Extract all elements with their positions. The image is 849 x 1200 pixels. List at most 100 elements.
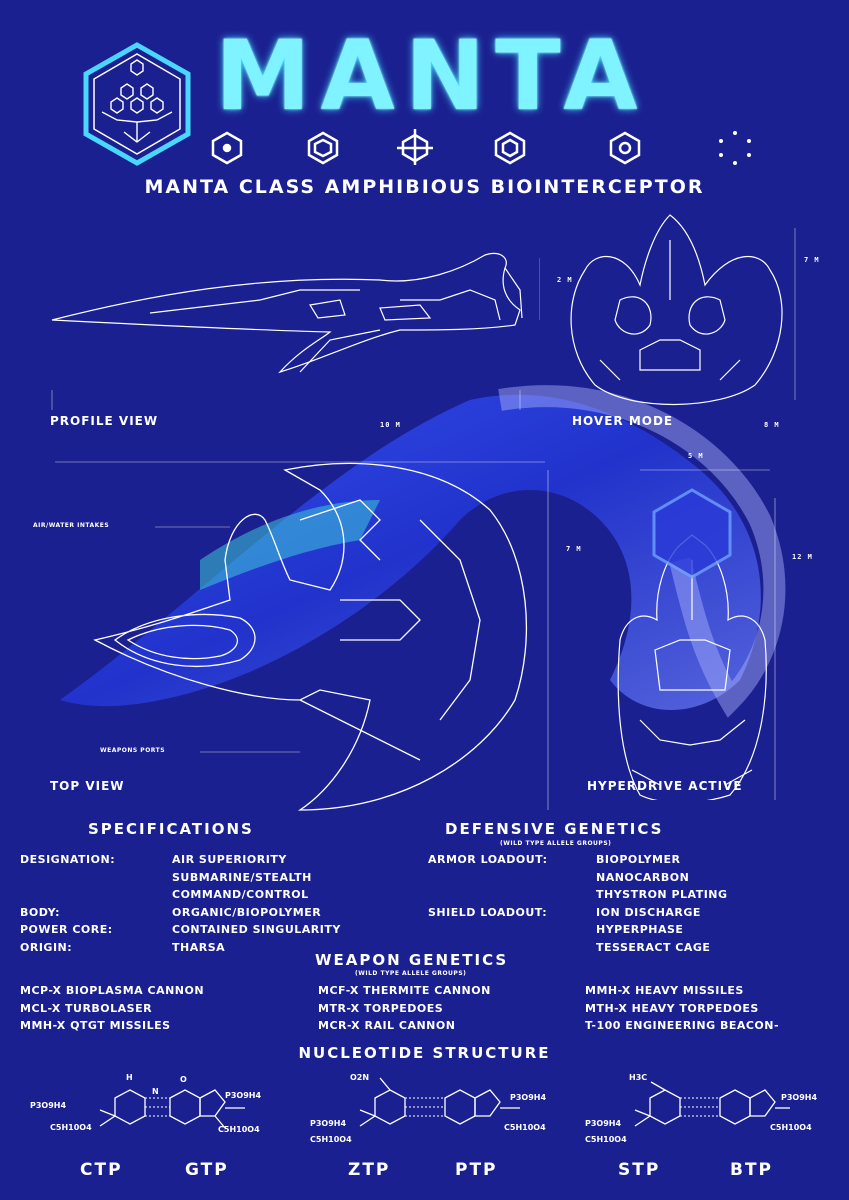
nucleotide-pair-1: P3O9H4 C5H10O4 P3O9H4 C5H10O4 H N O bbox=[30, 1068, 280, 1158]
weapon-item: MCR-X RAIL CANNON bbox=[318, 1019, 456, 1032]
weapon-item: MCL-X TURBOLASER bbox=[20, 1001, 153, 1015]
top-view-drawing bbox=[55, 461, 549, 811]
dot-ring-icon bbox=[719, 131, 751, 165]
def-value: ION DISCHARGE bbox=[596, 905, 701, 919]
hex-glyph-2-icon bbox=[307, 131, 339, 165]
hyperdrive-active-label: HYPERDRIVE ACTIVE bbox=[587, 779, 743, 793]
hex-glyph-1-icon bbox=[211, 131, 243, 165]
hex-glyph-5-icon bbox=[609, 131, 641, 165]
weapon-item: MCP-X BIOPLASMA CANNON bbox=[20, 984, 205, 997]
weapon-item: MMH-X HEAVY MISSILES bbox=[585, 984, 744, 997]
spec-value: CONTAINED SINGULARITY bbox=[172, 923, 341, 936]
weapons-note: (WILD TYPE ALLELE GROUPS) bbox=[355, 970, 467, 977]
spec-key: BODY: bbox=[20, 905, 60, 919]
intakes-callout: AIR/WATER INTAKES bbox=[33, 522, 110, 529]
profile-height-dim: 2 M bbox=[557, 276, 573, 284]
spec-value: THARSA bbox=[172, 940, 226, 954]
hyper-width-dim: 5 M bbox=[688, 452, 704, 460]
hover-height-dim: 7 M bbox=[804, 256, 820, 264]
hex-glyph-3-icon bbox=[397, 129, 433, 165]
sugar-label: C5H10O4 bbox=[770, 1123, 812, 1132]
base-pair-2-diagram: O2N P3O9H4 C5H10O4 P3O9H4 C5H10O4 bbox=[310, 1073, 546, 1144]
page-title: MANTA bbox=[215, 20, 648, 132]
def-key bbox=[428, 921, 547, 939]
hull-render bbox=[60, 385, 786, 718]
nucleotide-pair-3: H3C P3O9H4 C5H10O4 P3O9H4 C5H10O4 bbox=[585, 1068, 835, 1158]
nitro-label: O2N bbox=[350, 1073, 369, 1082]
sugar-label: C5H10O4 bbox=[50, 1123, 92, 1132]
def-value: TESSERACT CAGE bbox=[596, 940, 711, 954]
def-key: ARMOR LOADOUT: bbox=[428, 853, 548, 866]
gtp-label: GTP bbox=[185, 1160, 229, 1180]
def-key bbox=[428, 886, 547, 904]
nucleotide-heading: NUCLEOTIDE STRUCTURE bbox=[298, 1044, 551, 1062]
spec-value: ORGANIC/BIOPOLYMER bbox=[172, 905, 322, 919]
nitrogen-atom: N bbox=[152, 1087, 159, 1096]
weapons-col-1: MCP-X BIOPLASMA CANNON MCL-X TURBOLASER … bbox=[20, 982, 204, 1035]
weapon-item: MTH-X HEAVY TORPEDOES bbox=[585, 1001, 759, 1015]
top-width-dim: 7 M bbox=[566, 545, 582, 553]
weapons-col-2: MCF-X THERMITE CANNON MTR-X TORPEDOES MC… bbox=[318, 982, 491, 1035]
profile-length-dim: 10 M bbox=[380, 421, 401, 429]
hover-mode-drawing bbox=[570, 214, 796, 406]
specifications-keys: DESIGNATION: BODY: POWER CORE: ORIGIN: bbox=[20, 851, 115, 956]
weapons-heading: WEAPON GENETICS bbox=[315, 951, 509, 969]
methyl-label: H3C bbox=[629, 1073, 647, 1082]
btp-label: BTP bbox=[730, 1160, 774, 1180]
sugar-label: C5H10O4 bbox=[310, 1135, 352, 1144]
weapon-item: MCF-X THERMITE CANNON bbox=[318, 984, 491, 997]
genetic-glyph-row bbox=[211, 129, 751, 165]
sugar-label: C5H10O4 bbox=[218, 1125, 260, 1134]
phosphate-label: P3O9H4 bbox=[585, 1119, 621, 1128]
weapon-item: MTR-X TORPEDOES bbox=[318, 1001, 444, 1015]
subtitle: MANTA CLASS AMPHIBIOUS BIOINTERCEPTOR bbox=[144, 176, 705, 198]
emblem-hexagon-icon bbox=[83, 42, 191, 166]
profile-view-drawing bbox=[51, 252, 540, 410]
defensive-values: BIOPOLYMER NANOCARBON THYSTRON PLATING I… bbox=[596, 851, 728, 956]
spec-key: ORIGIN: bbox=[20, 940, 73, 954]
ptp-label: PTP bbox=[455, 1160, 498, 1180]
spec-value: SUBMARINE/STEALTH bbox=[172, 870, 312, 884]
spec-key bbox=[20, 869, 115, 887]
def-key: SHIELD LOADOUT: bbox=[428, 905, 548, 919]
def-value: NANOCARBON bbox=[596, 870, 690, 884]
phosphate-label: P3O9H4 bbox=[225, 1091, 261, 1100]
spec-key: DESIGNATION: bbox=[20, 853, 116, 866]
specifications-values: AIR SUPERIORITY SUBMARINE/STEALTH COMMAN… bbox=[172, 851, 341, 956]
phosphate-label: P3O9H4 bbox=[310, 1119, 346, 1128]
defensive-heading: DEFENSIVE GENETICS bbox=[445, 820, 664, 838]
ctp-label: CTP bbox=[80, 1160, 123, 1180]
spec-key: POWER CORE: bbox=[20, 923, 113, 936]
weapons-ports-callout: WEAPONS PORTS bbox=[100, 747, 166, 754]
def-value: THYSTRON PLATING bbox=[596, 888, 728, 901]
hyper-length-dim: 12 M bbox=[792, 553, 813, 561]
defensive-note: (WILD TYPE ALLELE GROUPS) bbox=[500, 840, 612, 847]
base-pair-1-diagram: P3O9H4 C5H10O4 P3O9H4 C5H10O4 H N O bbox=[30, 1073, 261, 1134]
hover-mode-label: HOVER MODE bbox=[572, 414, 674, 428]
weapon-item: T-100 ENGINEERING BEACON- bbox=[585, 1019, 780, 1032]
spec-value: COMMAND/CONTROL bbox=[172, 888, 309, 901]
phosphate-label: P3O9H4 bbox=[781, 1093, 817, 1102]
def-value: BIOPOLYMER bbox=[596, 853, 681, 866]
specifications-heading: SPECIFICATIONS bbox=[88, 820, 254, 838]
weapons-col-3: MMH-X HEAVY MISSILES MTH-X HEAVY TORPEDO… bbox=[585, 982, 779, 1035]
hover-width-dim: 8 M bbox=[764, 421, 780, 429]
spec-key bbox=[20, 886, 115, 904]
nucleotide-pair-2: O2N P3O9H4 C5H10O4 P3O9H4 C5H10O4 bbox=[310, 1068, 560, 1158]
def-key bbox=[428, 869, 547, 887]
def-value: HYPERPHASE bbox=[596, 923, 684, 936]
profile-view-label: PROFILE VIEW bbox=[50, 414, 159, 428]
hyperdrive-drawing bbox=[617, 469, 776, 800]
base-pair-3-diagram: H3C P3O9H4 C5H10O4 P3O9H4 C5H10O4 bbox=[585, 1073, 817, 1144]
top-view-label: TOP VIEW bbox=[50, 779, 125, 793]
phosphate-label: P3O9H4 bbox=[30, 1101, 66, 1110]
hex-glyph-4-icon bbox=[494, 131, 526, 165]
hydrogen-atom: H bbox=[126, 1073, 133, 1082]
weapon-item: MMH-X QTGT MISSILES bbox=[20, 1019, 171, 1032]
phosphate-label: P3O9H4 bbox=[510, 1093, 546, 1102]
spec-value: AIR SUPERIORITY bbox=[172, 853, 287, 866]
defensive-keys: ARMOR LOADOUT: SHIELD LOADOUT: bbox=[428, 851, 547, 956]
ztp-label: ZTP bbox=[348, 1160, 391, 1180]
sugar-label: C5H10O4 bbox=[504, 1123, 546, 1132]
